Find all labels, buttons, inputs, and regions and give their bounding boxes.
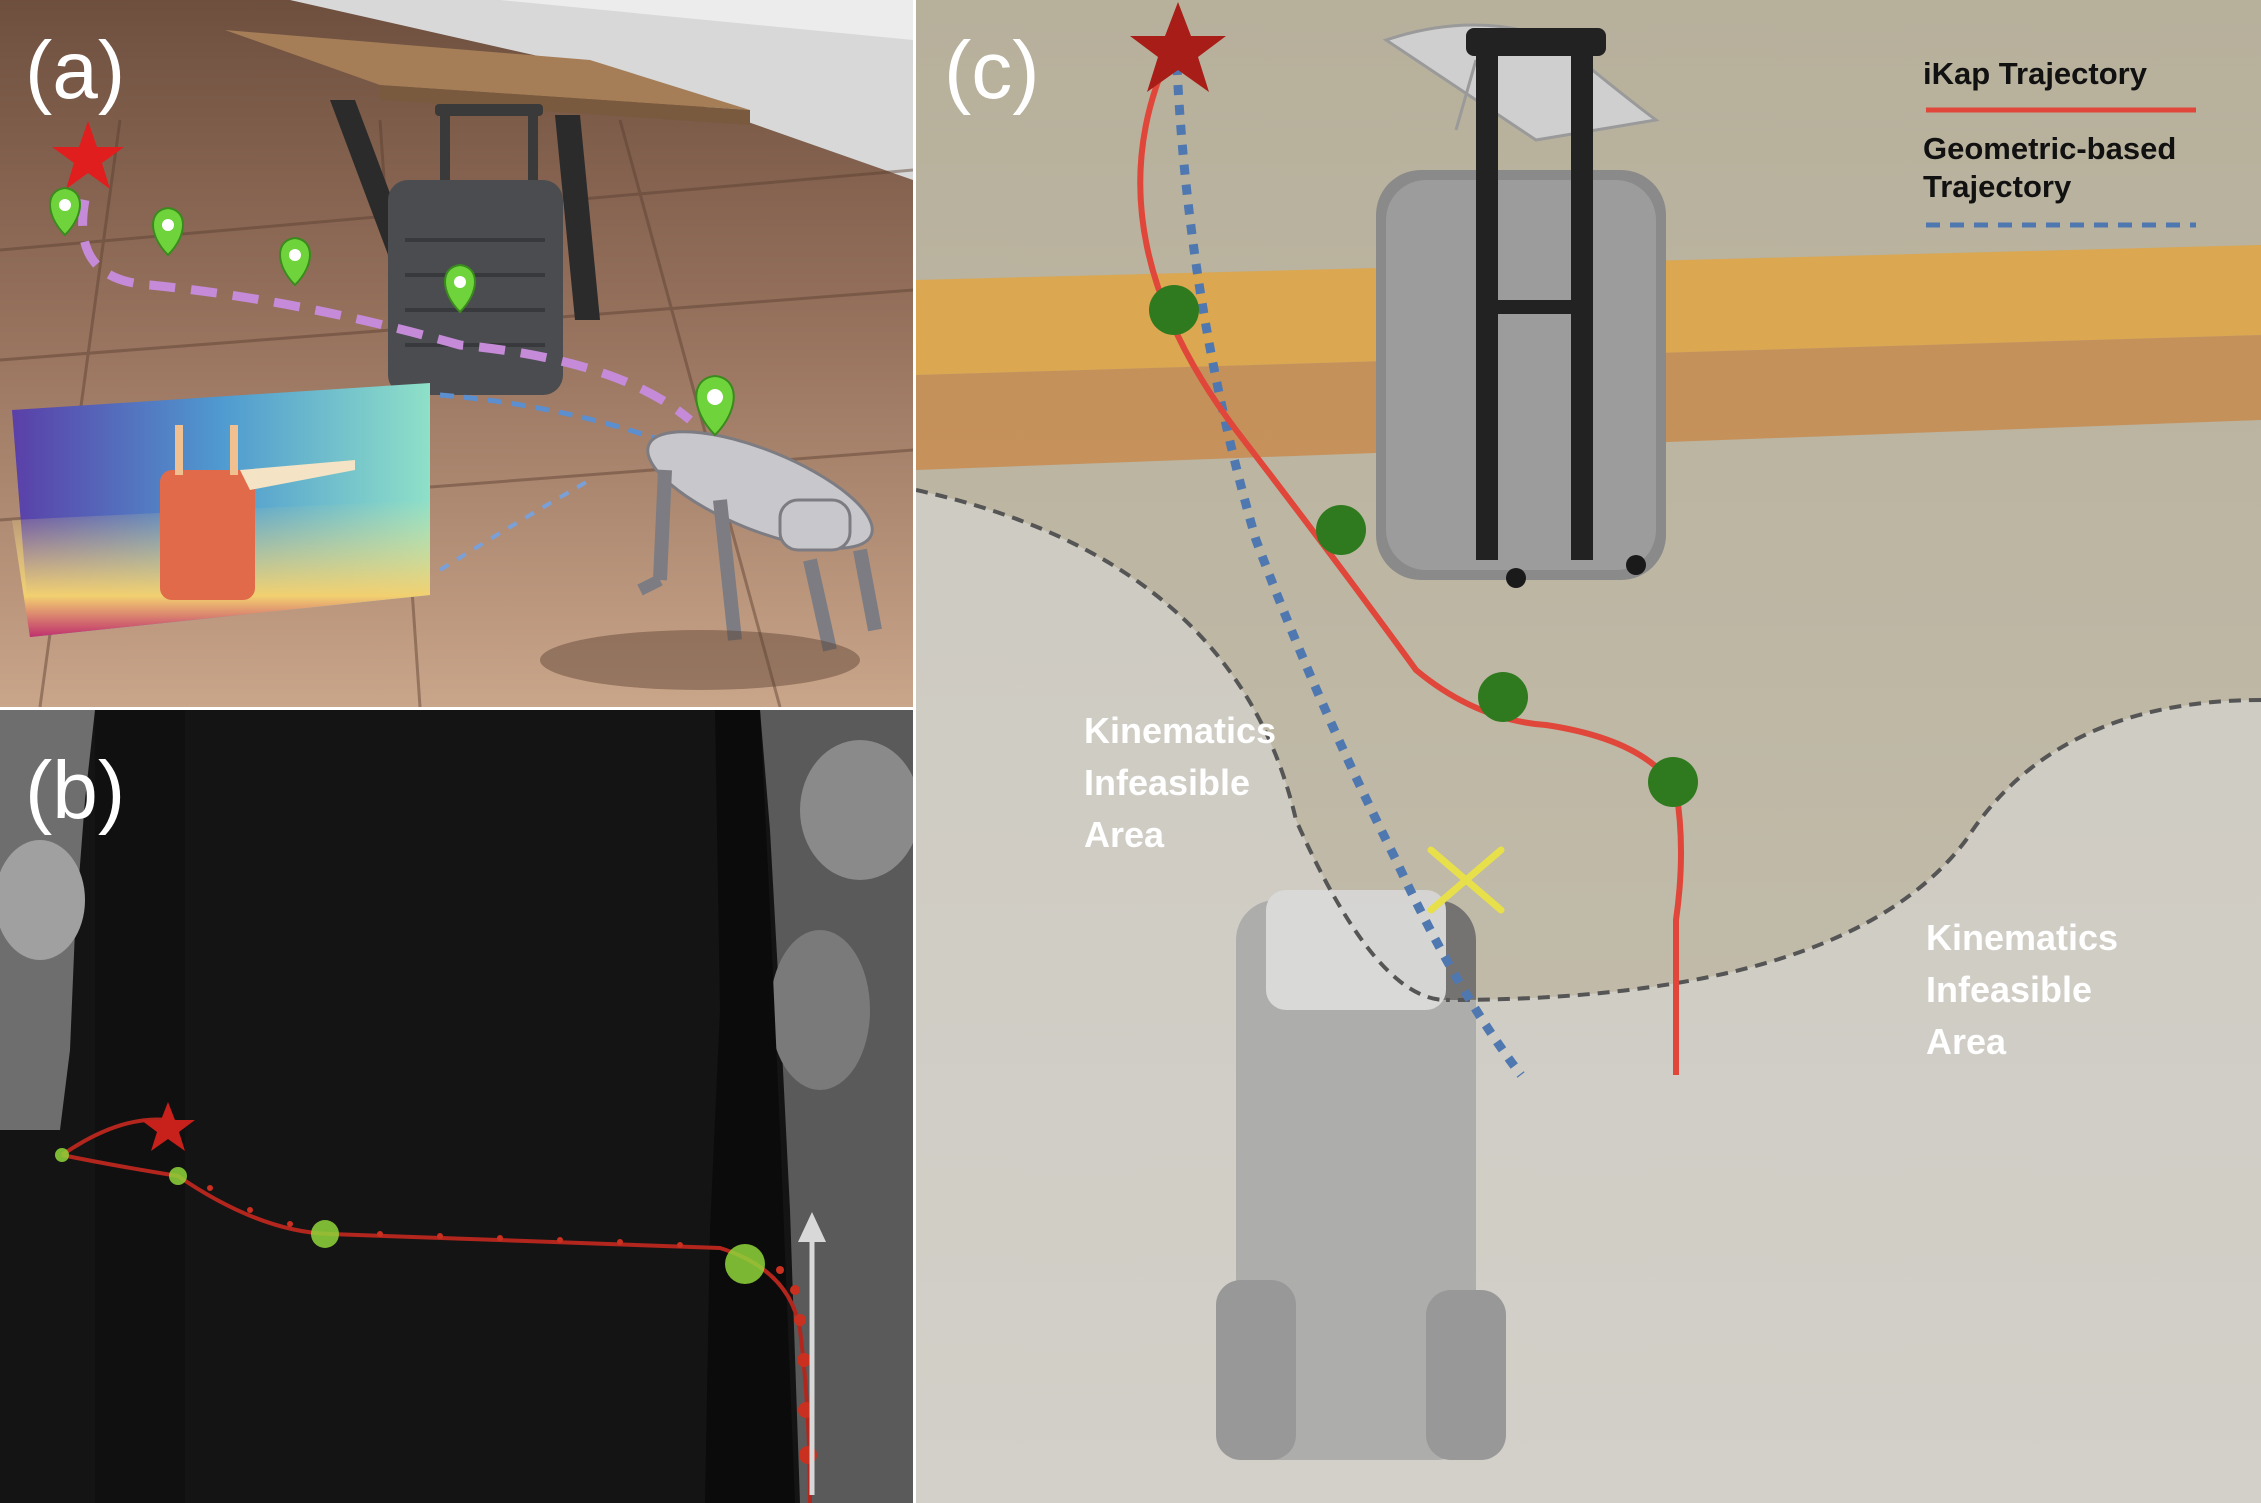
robot-dog <box>637 430 882 652</box>
panel-c-real-world-topview: (c) iKap Trajectory Geometric-based Traj… <box>916 0 2261 1503</box>
fail-cross-icon <box>1427 846 1505 914</box>
goal-star-icon <box>1130 2 1226 92</box>
panel-b-depth-map: (b) <box>0 710 913 1503</box>
panel-label-c: (c) <box>944 25 1040 116</box>
depth-map-graphic <box>0 710 913 1503</box>
panel-a-simulation-scene: (a) <box>0 0 913 707</box>
goal-star-icon <box>141 1102 195 1151</box>
simulation-scene-graphic <box>0 0 913 707</box>
panel-label-a: (a) <box>25 25 126 116</box>
legend-ikap-label: iKap Trajectory <box>1923 56 2147 91</box>
infeasible-left-line2: Infeasible <box>1084 762 1251 803</box>
legend-geometric-label-line1: Geometric-based <box>1923 131 2177 166</box>
topview-scene-graphic <box>916 0 2261 1503</box>
legend-geometric-label-line2: Trajectory <box>1923 169 2072 204</box>
infeasible-area-right-label: Kinematics Infeasible Area <box>1926 912 2118 1068</box>
infeasible-area-left-label: Kinematics Infeasible Area <box>1084 705 1276 861</box>
infeasible-left-line3: Area <box>1084 814 1165 855</box>
goal-star-icon <box>52 121 124 189</box>
map-pin-icon <box>49 186 735 437</box>
infeasible-left-line1: Kinematics <box>1084 710 1277 751</box>
panel-label-b: (b) <box>25 745 126 836</box>
infeasible-right-line3: Area <box>1926 1021 2007 1062</box>
infeasible-right-line1: Kinematics <box>1926 917 2119 958</box>
infeasible-right-line2: Infeasible <box>1926 969 2093 1010</box>
heading-arrow-icon <box>798 1212 826 1242</box>
